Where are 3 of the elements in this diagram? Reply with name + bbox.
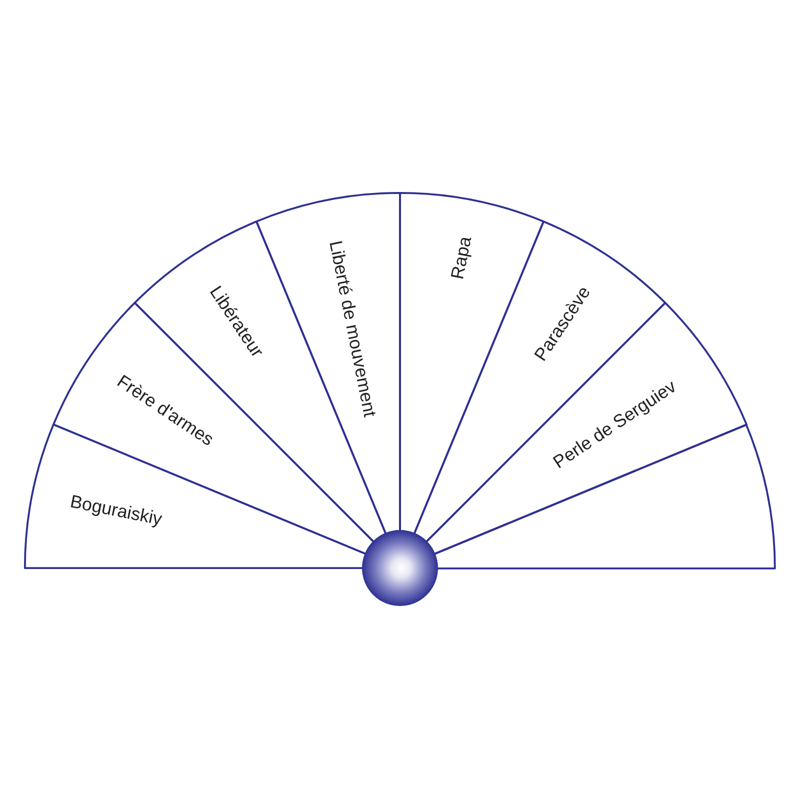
sector-label: Liberté de mouvement (325, 238, 380, 418)
center-sphere (362, 530, 438, 606)
sector-label: Rapa (448, 235, 476, 282)
